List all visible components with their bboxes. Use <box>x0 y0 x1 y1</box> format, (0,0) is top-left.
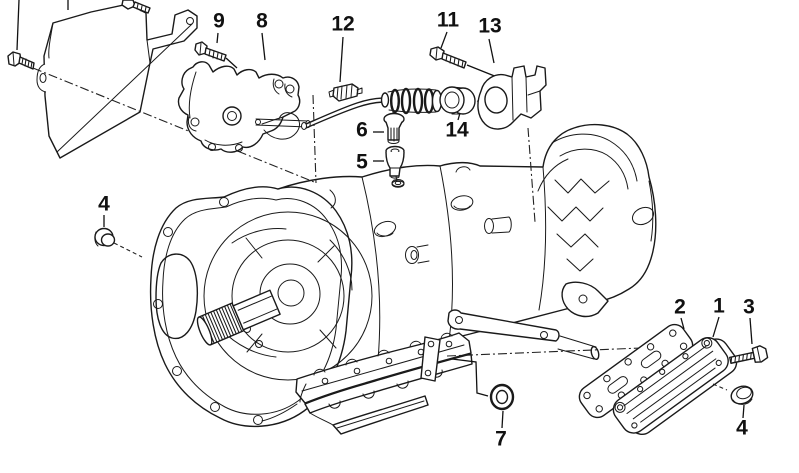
callout-number-8[interactable]: 8 <box>256 10 268 33</box>
callout-leader-7 <box>501 410 504 429</box>
callout-leader-14 <box>457 112 461 121</box>
heat-shield-plate <box>36 3 198 159</box>
cable-clip-12 <box>328 83 363 102</box>
callout-number-9[interactable]: 9 <box>213 10 225 33</box>
screw-plug-4-right <box>712 383 754 405</box>
callout-leader-9 <box>216 32 219 44</box>
callout-number-13[interactable]: 13 <box>478 15 501 38</box>
callout-leader-8 <box>261 32 266 61</box>
shield-bolt-top <box>121 0 151 14</box>
callout-leader-13 <box>488 38 495 64</box>
cover-bolt-3 <box>729 345 769 364</box>
callout-leader-11 <box>440 31 448 49</box>
cutoff-callout-leaders <box>16 0 69 51</box>
shield-bolt-left <box>7 51 35 70</box>
vent-plug-6 <box>383 112 405 144</box>
bell-flange-bolt-holes <box>153 197 263 425</box>
input-shaft <box>196 289 281 346</box>
callout-number-4-left[interactable]: 4 <box>98 193 110 216</box>
clamp-bracket-13 <box>477 65 547 130</box>
callout-leader-3 <box>749 317 753 345</box>
plug-centerline <box>392 108 398 182</box>
callout-number-7[interactable]: 7 <box>495 428 507 451</box>
callout-leader-4-right <box>742 404 745 419</box>
callout-number-6[interactable]: 6 <box>356 119 368 142</box>
callout-number-1[interactable]: 1 <box>713 295 725 318</box>
filler-sleeve-5 <box>385 145 405 188</box>
callout-number-14[interactable]: 14 <box>445 119 469 142</box>
torque-converter <box>203 211 373 381</box>
callout-number-4-right[interactable]: 4 <box>736 417 748 440</box>
switch-bolt-9 <box>194 41 238 69</box>
transmission-housing <box>149 123 657 435</box>
callout-number-12[interactable]: 12 <box>331 13 354 36</box>
case-bosses <box>329 166 512 264</box>
callout-leader-1 <box>712 316 720 338</box>
shaft-seal-7 <box>451 358 515 411</box>
rear-mount-brackets <box>420 281 609 382</box>
cooler-cover-1 <box>612 337 738 436</box>
grommet-plug-4-left <box>94 227 143 258</box>
cable-plug-connector <box>380 87 443 115</box>
sleeve-ring-14 <box>439 86 476 115</box>
callout-number-3[interactable]: 3 <box>743 296 755 319</box>
rod-spring-wire <box>263 112 300 140</box>
switch-cable <box>301 97 387 130</box>
callout-leader-2 <box>680 317 685 330</box>
callout-leader-12 <box>339 36 344 83</box>
cooler-gasket-2 <box>578 323 694 419</box>
callout-number-5[interactable]: 5 <box>356 151 368 174</box>
gear-position-switch <box>177 61 311 153</box>
rear-housing-ribs <box>537 133 655 272</box>
shield-crease-line <box>56 23 193 153</box>
callout-number-2[interactable]: 2 <box>674 296 686 319</box>
callout-number-11[interactable]: 11 <box>437 9 460 32</box>
